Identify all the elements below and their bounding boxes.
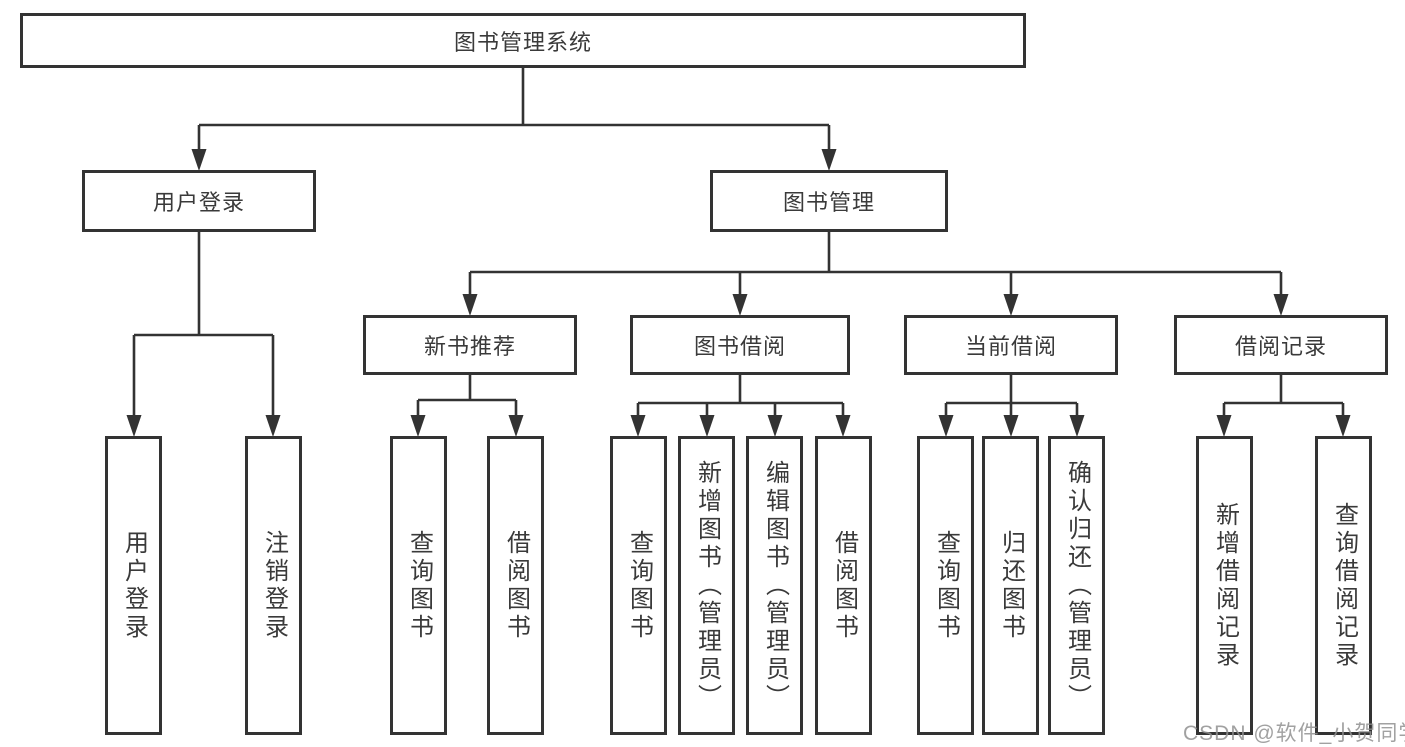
connector-book-borrowing — [636, 375, 845, 416]
node-leaf-borrow-books-recommend: 借阅图书 — [487, 436, 544, 735]
node-leaf-edit-books-admin: 编辑图书（管理员） — [746, 436, 803, 735]
arrow-icon — [835, 415, 851, 437]
connector-book-management — [468, 232, 1283, 295]
arrow-icon — [821, 149, 837, 171]
arrowheads — [126, 149, 1351, 437]
node-leaf-user-login: 用户登录 — [105, 436, 162, 735]
arrow-icon — [1216, 415, 1232, 437]
csdn-watermark: CSDN @软件_小贺同学 — [1183, 722, 1405, 745]
node-leaf-add-books-admin: 新增图书（管理员） — [678, 436, 735, 735]
connector-borrow-records — [1222, 375, 1345, 416]
arrow-icon — [1069, 415, 1085, 437]
arrow-icon — [938, 415, 954, 437]
arrow-icon — [767, 415, 783, 437]
arrow-icon — [126, 415, 142, 437]
arrow-icon — [699, 415, 715, 437]
connector-current-borrowing — [944, 375, 1079, 416]
arrow-icon — [732, 294, 748, 316]
node-current-borrowing: 当前借阅 — [904, 315, 1118, 375]
node-leaf-query-borrow-record: 查询借阅记录 — [1315, 436, 1372, 735]
arrow-icon — [462, 294, 478, 316]
arrow-icon — [1003, 415, 1019, 437]
node-book-borrowing: 图书借阅 — [630, 315, 850, 375]
node-leaf-add-borrow-record: 新增借阅记录 — [1196, 436, 1253, 735]
node-leaf-query-books-current: 查询图书 — [917, 436, 974, 735]
node-root: 图书管理系统 — [20, 13, 1026, 68]
node-leaf-logout: 注销登录 — [245, 436, 302, 735]
node-new-book-recommend: 新书推荐 — [363, 315, 577, 375]
arrow-icon — [508, 415, 524, 437]
node-leaf-borrow-books-borrowing: 借阅图书 — [815, 436, 872, 735]
arrow-icon — [265, 415, 281, 437]
arrow-icon — [630, 415, 646, 437]
node-leaf-confirm-return-admin: 确认归还（管理员） — [1048, 436, 1105, 735]
node-leaf-return-books: 归还图书 — [982, 436, 1039, 735]
arrow-icon — [410, 415, 426, 437]
connector-root — [197, 68, 831, 150]
node-book-management: 图书管理 — [710, 170, 948, 232]
arrow-icon — [191, 149, 207, 171]
connector-new-book-recommend — [416, 375, 518, 416]
node-leaf-query-books-borrowing: 查询图书 — [610, 436, 667, 735]
connector-user-login — [132, 232, 275, 416]
arrow-icon — [1273, 294, 1289, 316]
arrow-icon — [1003, 294, 1019, 316]
node-user-login: 用户登录 — [82, 170, 316, 232]
node-borrow-records: 借阅记录 — [1174, 315, 1388, 375]
node-leaf-query-books-recommend: 查询图书 — [390, 436, 447, 735]
arrow-icon — [1335, 415, 1351, 437]
